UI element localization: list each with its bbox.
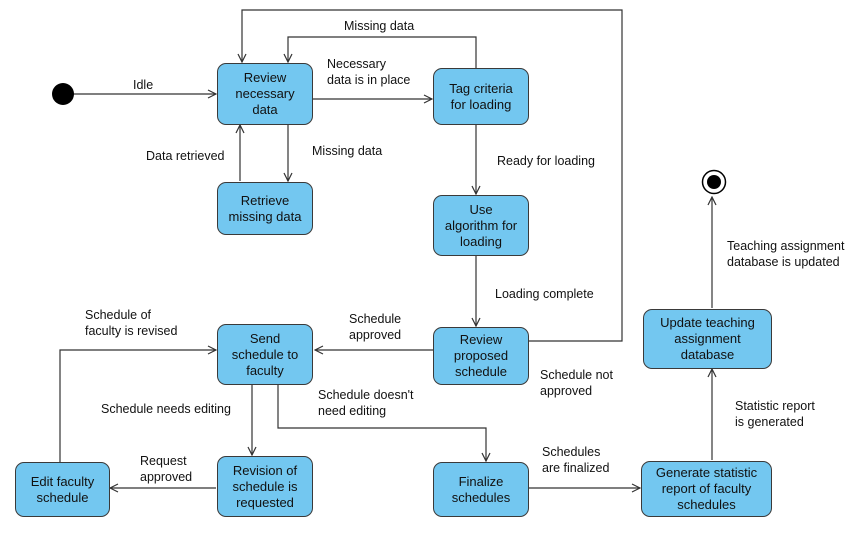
edge-schedule-not-approved — [242, 9, 623, 342]
state-review-necessary-data: Review necessary data — [217, 63, 313, 125]
label-missing-data-down: Missing data — [312, 144, 383, 158]
state-generate-report: Generate statistic report of faculty sch… — [641, 461, 772, 517]
label-request-approved: Request approved — [140, 454, 193, 484]
label-database-updated: Teaching assignment database is updated — [727, 239, 845, 269]
state-send-schedule: Send schedule to faculty — [217, 324, 313, 385]
label-ready-for-loading: Ready for loading — [497, 154, 595, 168]
state-use-algorithm: Use algorithm for loading — [433, 195, 529, 256]
state-revision-requested: Revision of schedule is requested — [217, 456, 313, 517]
state-update-database: Update teaching assignment database — [643, 309, 772, 369]
state-review-proposed-schedule: Review proposed schedule — [433, 327, 529, 385]
label-schedule-approved: Schedule approved — [349, 312, 402, 342]
label-schedules-finalized: Schedules are finalized — [542, 445, 610, 475]
label-idle: Idle — [133, 78, 154, 92]
state-tag-criteria: Tag criteria for loading — [433, 68, 529, 125]
label-schedule-doesnt-need-editing: Schedule doesn't need editing — [318, 388, 414, 418]
label-missing-data-top: Missing data — [344, 19, 415, 33]
initial-state-node — [52, 83, 74, 105]
label-statistic-report: Statistic report is generated — [735, 399, 815, 429]
state-finalize-schedules: Finalize schedules — [433, 462, 529, 517]
edge-missing-data-top — [288, 36, 477, 68]
label-schedule-not-approved: Schedule not approved — [540, 368, 613, 398]
label-data-retrieved: Data retrieved — [146, 149, 225, 163]
label-necessary-in-place: Necessary data is in place — [327, 57, 411, 87]
edge-schedule-doesnt-need-editing — [277, 385, 486, 461]
label-schedule-revised: Schedule of faculty is revised — [85, 308, 178, 338]
state-retrieve-missing-data: Retrieve missing data — [217, 182, 313, 235]
label-schedule-needs-editing: Schedule needs editing — [101, 402, 231, 416]
state-edit-faculty-schedule: Edit faculty schedule — [15, 462, 110, 517]
label-loading-complete: Loading complete — [495, 287, 594, 301]
edge-schedule-revised — [59, 350, 216, 462]
